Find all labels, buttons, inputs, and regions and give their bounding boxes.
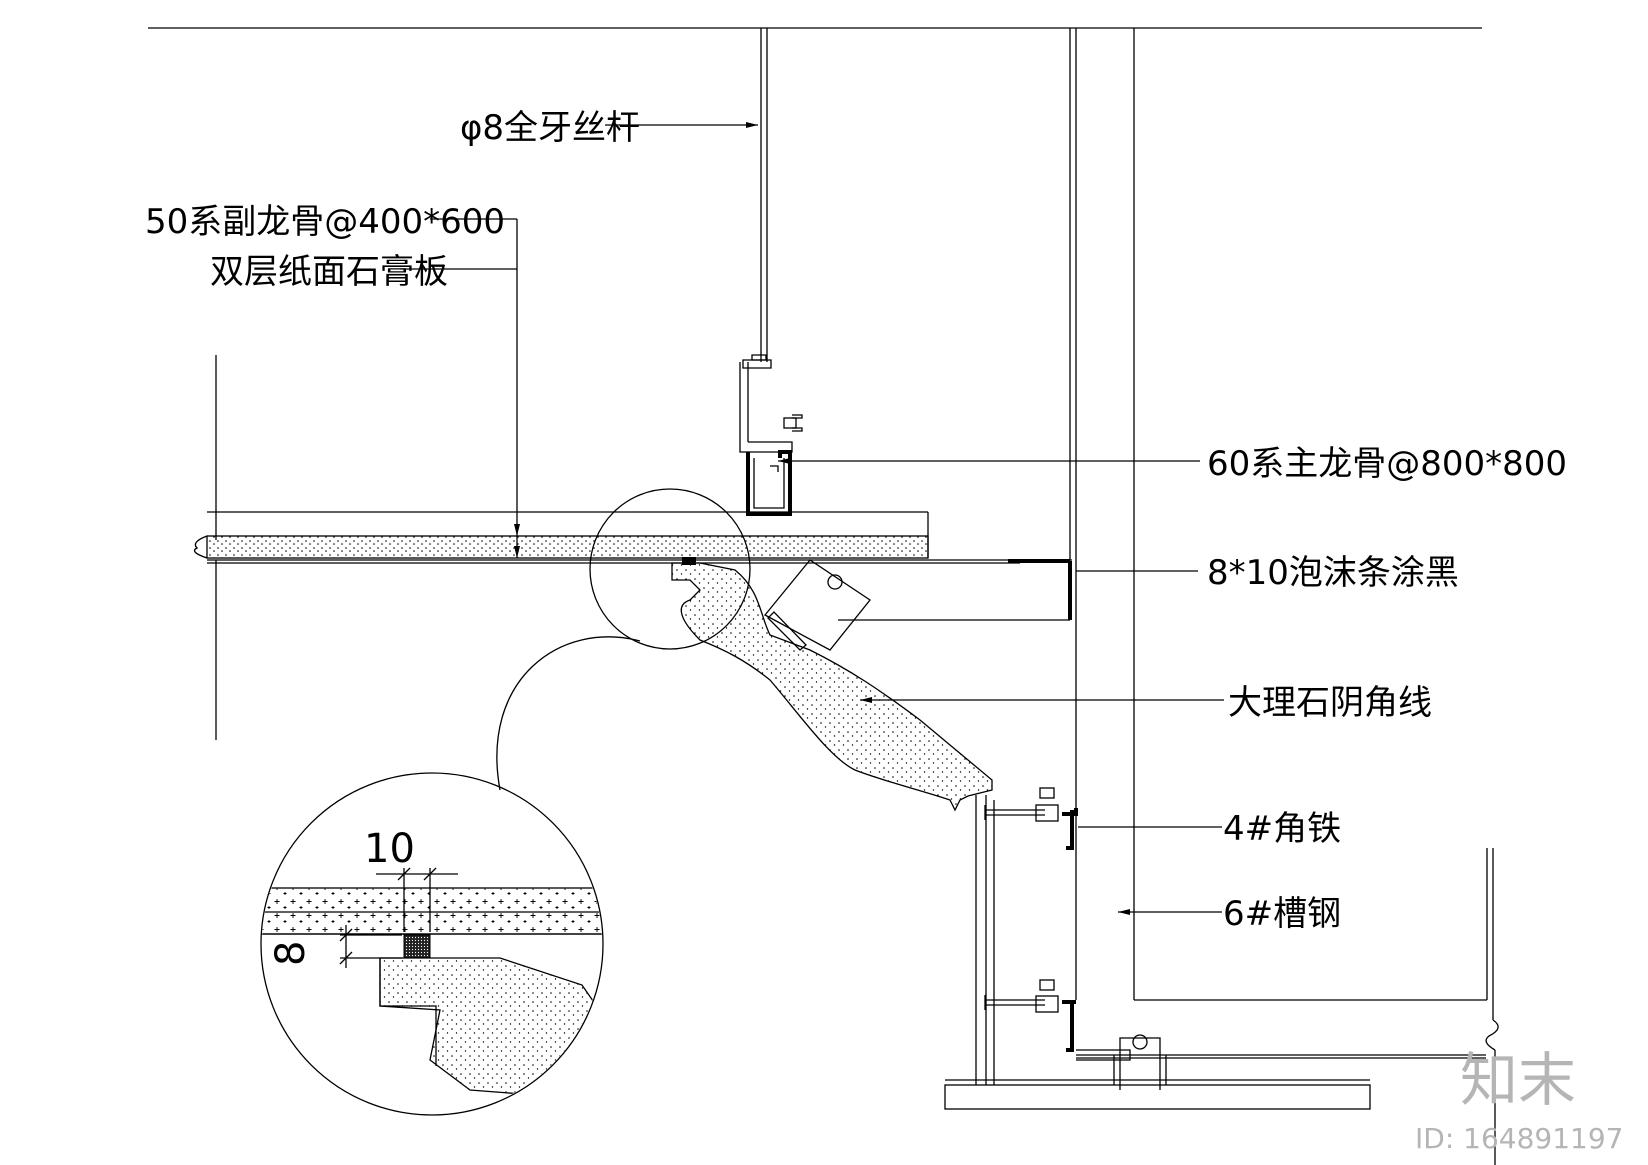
detail-callout	[260, 488, 751, 1116]
main-keel-assembly	[739, 354, 803, 516]
leader-lines	[400, 122, 1224, 915]
dim-height-label: 8	[268, 941, 314, 966]
channel-label: 6#槽钢	[1223, 894, 1341, 934]
sub-keel-label: 50系副龙骨@400*600	[145, 202, 505, 242]
marble-label: 大理石阴角线	[1228, 683, 1432, 723]
foam-label: 8*10泡沫条涂黑	[1207, 553, 1459, 593]
main-keel-label: 60系主龙骨@800*800	[1207, 444, 1567, 484]
structural-lines	[148, 27, 1499, 1165]
magnified-detail	[262, 867, 602, 1101]
watermark-brand: 知末	[1460, 1046, 1576, 1114]
foam-strip-corner	[838, 559, 1072, 621]
gypsum-board	[193, 355, 1072, 740]
gypsum-label: 双层纸面石膏板	[210, 252, 448, 292]
dim-width-label: 10	[364, 826, 415, 872]
watermark-id: ID: 164891197	[1415, 1122, 1623, 1155]
angle-iron-label: 4#角铁	[1223, 809, 1341, 849]
rod-label: φ8全牙丝杆	[460, 108, 640, 148]
marble-cornice	[671, 557, 993, 812]
steel-frame	[944, 787, 1486, 1110]
